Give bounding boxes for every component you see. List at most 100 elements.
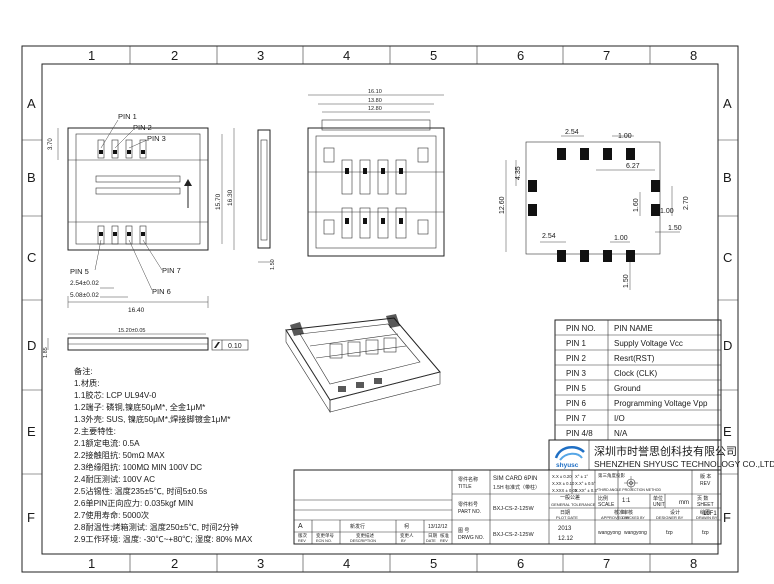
note-line: 2.7使用寿命: 5000次 — [74, 510, 149, 520]
tolerance-x: X.X ± 0.20 — [552, 474, 572, 479]
pin-name-cell: I/O — [614, 414, 625, 423]
row-label-right: A — [723, 96, 732, 111]
scale-label-en: SCALE — [598, 502, 615, 508]
projection-label-en: THIRD ANGLE PROJECTION METHOD — [598, 488, 661, 492]
note-line: 2.5沾锡性: 温度235±5℃, 时间5±0.5s — [74, 486, 207, 496]
col-label-top: 3 — [257, 48, 264, 63]
row-label-right: C — [723, 250, 732, 265]
dim-label: 1.50 — [270, 259, 276, 270]
col-label-bottom: 5 — [430, 556, 437, 571]
approved-label: 核准 — [614, 509, 624, 516]
dim-label: 16.40 — [128, 307, 145, 314]
rev-header-en: DESCRIPTION — [350, 539, 376, 543]
rev-header: 版次 — [298, 532, 307, 539]
dim-label: 1.85 — [43, 347, 49, 358]
pin-no-cell: PIN 3 — [566, 369, 587, 378]
dim-label: 4.35 — [515, 166, 522, 180]
pin-label: PIN 7 — [162, 266, 181, 275]
dim-label: 2.54 — [565, 129, 579, 136]
pin-name-cell: Resrt(RST) — [614, 354, 655, 363]
col-label-top: 5 — [430, 48, 437, 63]
pcb-footprint — [505, 135, 680, 290]
designer-label: 设计 — [670, 509, 680, 516]
dim-label: 12.80 — [368, 106, 382, 112]
dim-label: 1.60 — [633, 198, 640, 212]
col-label-top: 4 — [343, 48, 350, 63]
notes: 备注: 1.材质: 1.1胶芯: LCP UL94V-0 1.2端子: 磷铜,镍… — [74, 366, 253, 544]
note-line: 1.1胶芯: LCP UL94V-0 — [74, 390, 157, 400]
col-label-bottom: 6 — [517, 556, 524, 571]
col-label-bottom: 3 — [257, 556, 264, 571]
dim-label: 6.27 — [626, 163, 640, 170]
drawn-value: fzp — [702, 530, 709, 536]
unit-label-en: UNIT — [653, 502, 665, 508]
row-label-left: D — [27, 338, 36, 353]
top-view-labels: PIN 1 PIN 2 PIN 3 PIN 5 PIN 6 PIN 7 3.70… — [48, 112, 276, 314]
rev-header-en: ECN NO. — [316, 539, 332, 543]
note-line: 备注: — [74, 366, 93, 376]
sheet-value: 10F1 — [703, 511, 717, 517]
angle-x: X° ± 1° — [575, 474, 588, 479]
row-label-left: B — [27, 170, 36, 185]
part-name: SIM CARD 6PIN — [493, 476, 537, 482]
dim-label: 5.08±0.02 — [70, 292, 99, 299]
dim-label: 12.60 — [499, 196, 506, 214]
note-line: 2.3绝缘阻抗: 100MΩ MIN 100V DC — [74, 462, 202, 472]
pin-label: PIN 6 — [152, 287, 171, 296]
revision-code: A — [298, 523, 303, 530]
part-no: BXJ-CS-2-125W — [493, 506, 534, 512]
pin-table — [554, 319, 722, 441]
scale-value: 1:1 — [622, 498, 631, 504]
note-line: 1.材质: — [74, 378, 99, 388]
outer-border — [21, 45, 739, 573]
drawn-label: 绘图 — [700, 509, 710, 516]
pin-name-cell: N/A — [614, 429, 628, 438]
company-name-cn: 深圳市时誉思创科技有限公司 — [594, 444, 737, 458]
dim-label: 1.00 — [660, 208, 674, 215]
rev-header-en: REV — [440, 539, 448, 543]
dim-label: 15.70 — [215, 193, 222, 210]
rev-header-en: REV — [298, 539, 306, 543]
dim-label: 15.20±0.05 — [118, 328, 146, 334]
drawing-no: BXJ-CS-2-125W — [493, 532, 534, 538]
rev-header: 变更单号 — [316, 532, 334, 539]
dim-label: 1.50 — [668, 225, 682, 232]
rev-header-en: DATE — [426, 539, 436, 543]
dim-label: 0.10 — [228, 343, 242, 350]
checked-label-en: CHECKED BY — [622, 516, 645, 520]
pin-table-header: PIN NO. — [566, 324, 596, 333]
note-line: 1.3外壳: SUS, 镍底50μM*,焊接脚镀金1μM* — [74, 414, 231, 424]
part-no-label: 零件料号 — [458, 501, 478, 508]
angle-xx: X.X° ± 0.5° — [575, 481, 596, 486]
scale-label: 比例 — [598, 495, 608, 502]
row-label-left: E — [27, 424, 36, 439]
note-line: 2.主要特性: — [74, 426, 116, 436]
sheet-label-en: SHEET — [697, 502, 714, 508]
dim-label: 16.10 — [368, 89, 382, 95]
col-label-bottom: 7 — [603, 556, 610, 571]
row-label-left: F — [27, 510, 35, 525]
drawing-label: 图 号 — [458, 528, 469, 534]
company-logo: shyusc — [556, 462, 579, 469]
top-view — [57, 119, 271, 308]
rev-header: 核准 — [440, 532, 449, 539]
revision-desc: 新发行 — [350, 523, 365, 530]
date-year: 2013 — [558, 526, 572, 532]
note-line: 2.4耐压测试: 100V AC — [74, 474, 155, 484]
col-label-top: 8 — [690, 48, 697, 63]
tolerance-title-en: GENERAL TOLERANCE — [551, 502, 596, 507]
version-label: 版 本 — [700, 473, 711, 480]
col-label-bottom: 2 — [171, 556, 178, 571]
angle-xxx: X.XX° ± 0.3° — [575, 488, 599, 493]
note-line: 2.8耐温性:烤箱测试: 温度250±5℃, 时间2分钟 — [74, 522, 239, 532]
tolerance-xx: X.XX ± 0.10 — [552, 481, 575, 486]
date-md: 12.12 — [558, 536, 574, 542]
note-line: 1.2端子: 磷铜,镍底50μM*, 全金1μM* — [74, 402, 206, 412]
row-label-right: D — [723, 338, 732, 353]
pin-no-cell: PIN 6 — [566, 399, 587, 408]
tolerance-title: 一般公差 — [560, 494, 580, 501]
revision-by: 柯 — [404, 523, 409, 530]
checked-label: 审核 — [623, 509, 633, 516]
dim-label: 2.54±0.02 — [70, 280, 99, 287]
rev-header: 日期 — [428, 533, 437, 539]
